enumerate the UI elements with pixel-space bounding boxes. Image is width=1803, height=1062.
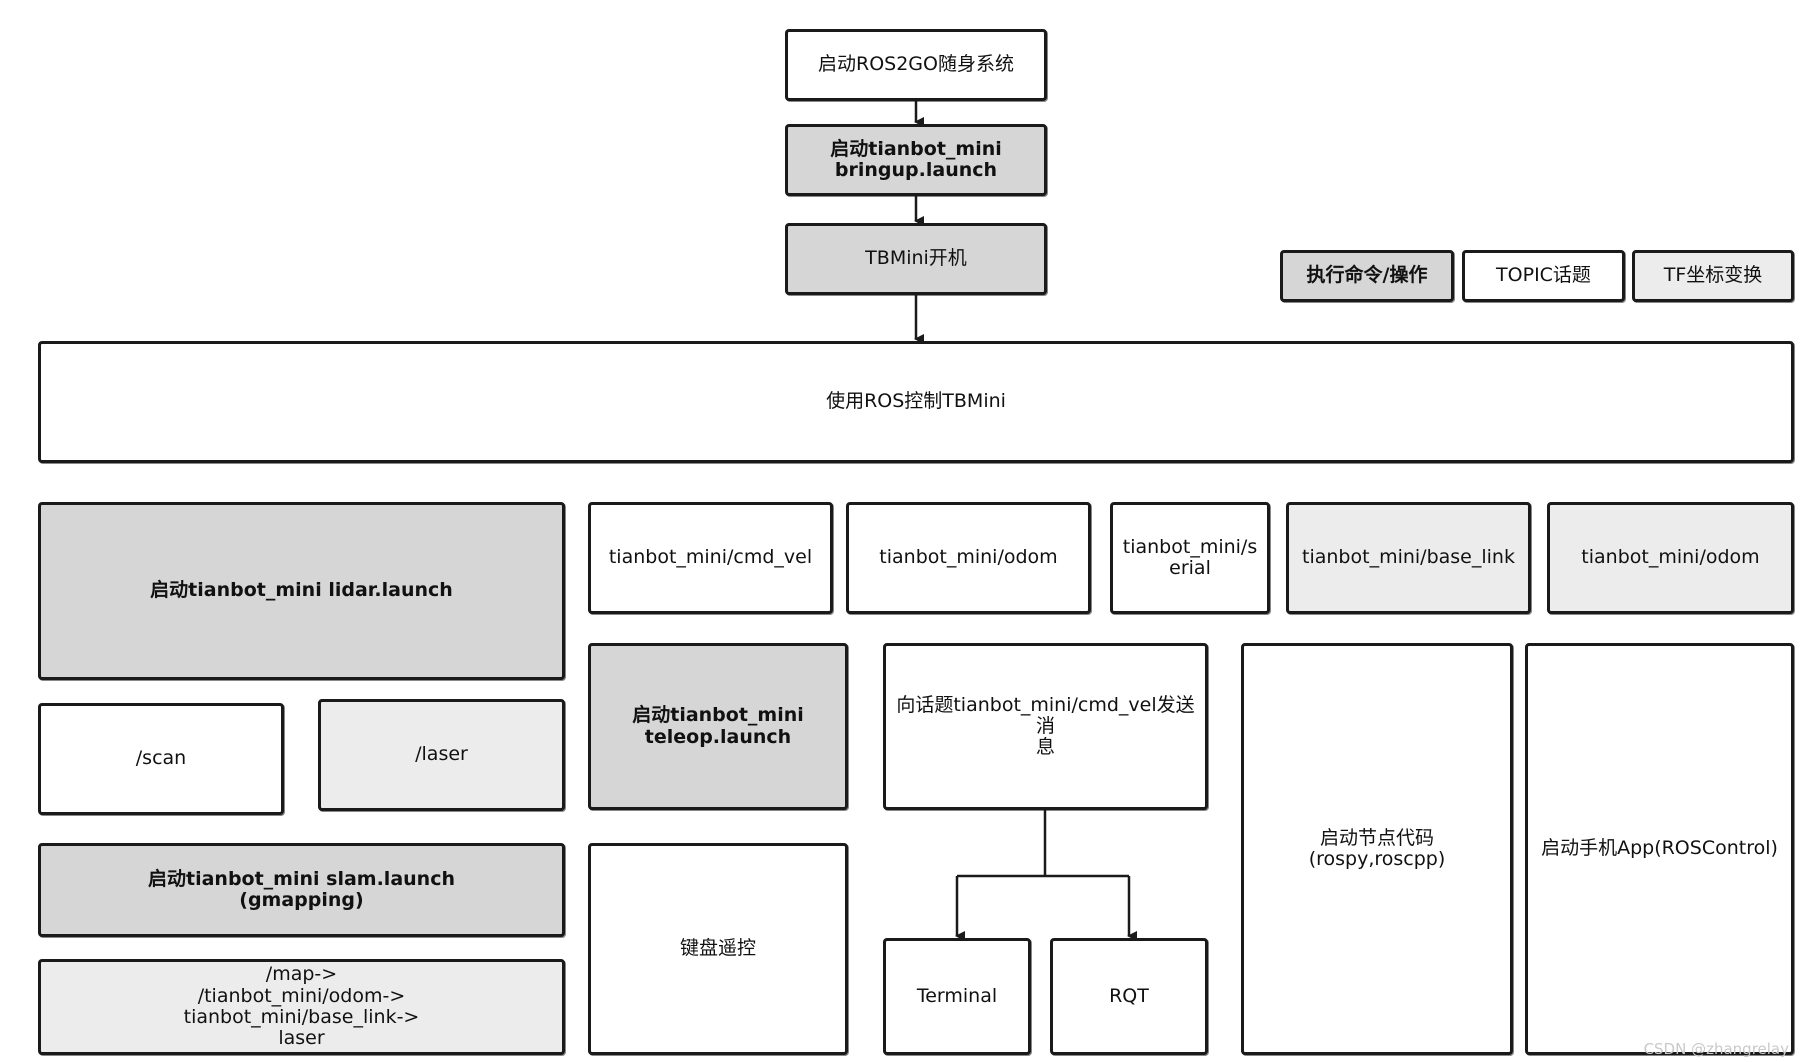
keyboard-teleop-box: 键盘遥控 <box>588 843 848 1055</box>
lidar-launch-label: 启动tianbot_mini lidar.launch <box>150 579 453 602</box>
legend-command-label: 执行命令/操作 <box>1306 264 1428 287</box>
use-ros-control-box: 使用ROS控制TBMini <box>38 341 1794 463</box>
odom-tf-label: tianbot_mini/odom <box>1581 546 1760 569</box>
watermark-text: CSDN @zhangrelay <box>1643 1040 1789 1058</box>
serial-topic-box: tianbot_mini/s erial <box>1110 502 1270 614</box>
lidar-launch-box: 启动tianbot_mini lidar.launch <box>38 502 565 680</box>
tf-chain-label: /map-> /tianbot_mini/odom-> tianbot_mini… <box>183 963 420 1050</box>
terminal-label: Terminal <box>916 984 998 1007</box>
scan-topic-box: /scan <box>38 703 284 815</box>
start-node-code-label: 启动节点代码(rospy,roscpp) <box>1308 826 1446 870</box>
legend-tf-box: TF坐标变换 <box>1632 250 1794 302</box>
tf-chain-box: /map-> /tianbot_mini/odom-> tianbot_mini… <box>38 959 565 1055</box>
keyboard-teleop-label: 键盘遥控 <box>679 937 756 960</box>
send-cmd-vel-label: 向话题tianbot_mini/cmd_vel发送消 息 <box>896 693 1195 759</box>
odom-topic-box: tianbot_mini/odom <box>846 502 1091 614</box>
scan-topic-label: /scan <box>135 747 187 770</box>
send-cmd-vel-box: 向话题tianbot_mini/cmd_vel发送消 息 <box>883 643 1208 810</box>
serial-topic-label: tianbot_mini/s erial <box>1122 535 1258 579</box>
laser-tf-label: /laser <box>415 743 468 766</box>
legend-tf-label: TF坐标变换 <box>1663 264 1763 287</box>
start-node-code-box: 启动节点代码(rospy,roscpp) <box>1241 643 1513 1055</box>
teleop-launch-label: 启动tianbot_mini teleop.launch <box>632 704 804 748</box>
cmd-vel-topic-box: tianbot_mini/cmd_vel <box>588 502 833 614</box>
teleop-launch-box: 启动tianbot_mini teleop.launch <box>588 643 848 810</box>
base-link-tf-box: tianbot_mini/base_link <box>1286 502 1531 614</box>
start-phone-app-box: 启动手机App(ROSControl) <box>1525 643 1794 1055</box>
odom-topic-label: tianbot_mini/odom <box>879 546 1058 569</box>
tbmini-power-on-label: TBMini开机 <box>865 247 967 270</box>
bringup-launch-label: 启动tianbot_mini bringup.launch <box>830 137 1002 181</box>
bringup-launch-box: 启动tianbot_mini bringup.launch <box>785 124 1047 196</box>
start-phone-app-label: 启动手机App(ROSControl) <box>1541 837 1778 860</box>
odom-tf-box: tianbot_mini/odom <box>1547 502 1794 614</box>
cmd-vel-topic-label: tianbot_mini/cmd_vel <box>608 546 813 569</box>
legend-topic-label: TOPIC话题 <box>1496 264 1591 287</box>
legend-command-box: 执行命令/操作 <box>1280 250 1454 302</box>
terminal-box: Terminal <box>883 938 1031 1055</box>
rqt-box: RQT <box>1050 938 1208 1055</box>
laser-tf-box: /laser <box>318 699 565 811</box>
tbmini-power-on-box: TBMini开机 <box>785 223 1047 295</box>
use-ros-control-label: 使用ROS控制TBMini <box>826 390 1006 413</box>
slam-launch-box: 启动tianbot_mini slam.launch (gmapping) <box>38 843 565 937</box>
slam-launch-label: 启动tianbot_mini slam.launch (gmapping) <box>148 867 455 911</box>
rqt-label: RQT <box>1109 984 1149 1007</box>
base-link-tf-label: tianbot_mini/base_link <box>1302 546 1515 569</box>
legend-topic-box: TOPIC话题 <box>1462 250 1625 302</box>
start-ros2go-box: 启动ROS2GO随身系统 <box>785 29 1047 101</box>
start-ros2go-label: 启动ROS2GO随身系统 <box>818 53 1014 76</box>
